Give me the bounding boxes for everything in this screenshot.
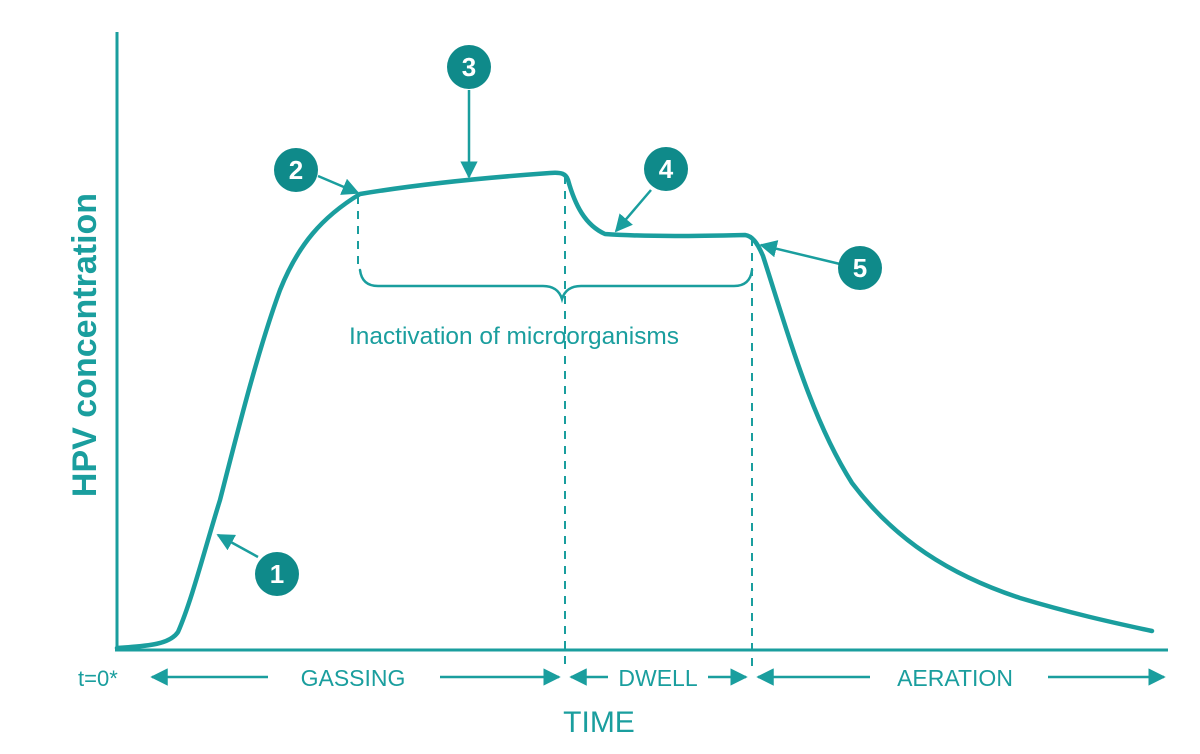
marker-2-arrow <box>317 174 360 195</box>
y-axis-label: HPV concentration <box>66 193 104 497</box>
x-axis-label: TIME <box>563 706 635 739</box>
hpv-concentration-curve <box>114 170 1155 651</box>
marker-5-number: 5 <box>853 253 867 283</box>
marker-4-arrow <box>614 189 652 233</box>
inactivation-bracket <box>358 268 754 304</box>
marker-3: 3 <box>447 45 491 89</box>
marker-2: 2 <box>274 148 318 192</box>
marker-1-arrow <box>216 533 259 559</box>
aeration-label: AERATION <box>897 665 1013 691</box>
marker-1-number: 1 <box>270 559 284 589</box>
marker-5-arrow <box>759 240 841 266</box>
dwell-label: DWELL <box>618 665 697 691</box>
marker-5: 5 <box>838 246 882 290</box>
marker-4-number: 4 <box>659 154 674 184</box>
marker-3-number: 3 <box>462 52 476 82</box>
inactivation-label: Inactivation of microorganisms <box>349 323 679 350</box>
marker-1: 1 <box>255 552 299 596</box>
origin-label: t=0* <box>78 666 118 691</box>
marker-4: 4 <box>644 147 688 191</box>
gassing-label: GASSING <box>301 665 406 691</box>
marker-2-number: 2 <box>289 155 303 185</box>
